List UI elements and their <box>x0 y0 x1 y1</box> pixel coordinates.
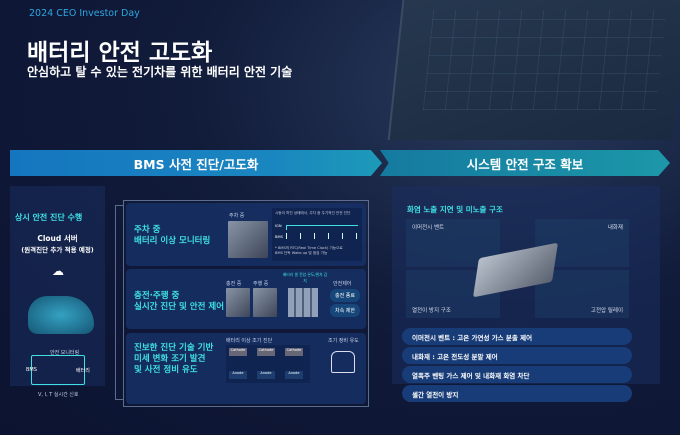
control-label: 안전제어 <box>333 281 352 287</box>
service-car-icon <box>331 351 355 373</box>
cloud-icon: ☁ <box>52 264 64 278</box>
rows-frame <box>123 200 369 407</box>
feature-item: 셀간 열전이 방지 <box>402 385 632 402</box>
feature-item: 이머전시 벤트 : 고온 가연성 가스 분출 제어 <box>402 328 632 345</box>
bracket <box>115 205 123 400</box>
driving-image <box>253 288 277 317</box>
cycle-arrows <box>31 355 85 385</box>
row-title: 실시간 진단 및 안전 제어 <box>134 302 225 312</box>
right-heading: 화염 노출 지연 및 미노출 구조 <box>407 205 503 214</box>
wake-chart: 시동이 꺼진 상태에서, 주차 중 주기적인 안전 진단 IGN BMS * B… <box>272 208 362 261</box>
feature-item: 열폭주 벤팅 가스 제어 및 내화재 화염 차단 <box>402 366 632 383</box>
ign-line <box>286 225 358 230</box>
cloud-note: (원격진단 추가 적용 예정) <box>21 246 94 254</box>
cell-label: 배터리 셀 전압·온도/편차 감지 <box>282 272 328 283</box>
anode-label: Anode <box>229 371 247 379</box>
always-on-panel: 상시 안전 진단 수행 Cloud 서버 (원격진단 추가 적용 예정) ☁ 안… <box>10 186 105 386</box>
page-title: 배터리 안전 고도화 <box>27 40 213 66</box>
system-banner: 시스템 안전 구조 확보 <box>380 150 670 176</box>
img-label: 충전 중 <box>226 281 242 287</box>
bms-line-label: BMS <box>275 235 283 239</box>
part-label: 이머전시 벤트 <box>412 225 445 231</box>
bms-banner: BMS 사전 진단/고도화 <box>10 150 382 176</box>
page-subtitle: 안심하고 탈 수 있는 전기차를 위한 배터리 안전 기술 <box>27 65 293 79</box>
event-label: 2024 CEO Investor Day <box>29 8 140 19</box>
cathode-label: Cathode <box>285 348 303 356</box>
cell-image <box>288 288 318 317</box>
action-charge-stop: 충전 종료 <box>330 289 360 302</box>
cathode-label: Cathode <box>229 348 247 356</box>
img-label: 주차 중 <box>229 213 245 219</box>
anode-label: Anode <box>257 371 275 379</box>
row-title: 진보한 진단 기술 기반 <box>134 343 214 353</box>
action-speed-limit: 차속 제한 <box>330 304 360 317</box>
row-title: 충전·주행 중 <box>134 291 180 301</box>
img-label: 주행 중 <box>253 281 269 287</box>
monitor-label: 안전 모니터링 <box>50 350 80 356</box>
row-title: 미세 변화 조기 발견 <box>134 354 206 364</box>
cloud-label: Cloud 서버 <box>37 234 78 243</box>
car-icon <box>28 296 94 334</box>
ign-label: IGN <box>275 224 282 228</box>
bms-label: BMS <box>26 367 37 373</box>
row-title: 주차 중 <box>134 225 161 235</box>
battery-label: 배터리 <box>76 368 90 374</box>
tablet-image <box>387 0 680 140</box>
row-title: 배터리 이상 모니터링 <box>134 236 211 246</box>
parked-car-image <box>228 221 268 258</box>
diag-label: 배터리 이상 조기 진단 <box>226 338 273 344</box>
charging-image <box>226 288 250 317</box>
bms-pulses <box>286 233 358 239</box>
part-label: 내화재 <box>607 225 623 231</box>
rtc-note: * BMS의 RTC(Real Time Clock) 기능으로 BMS 단독 … <box>275 246 343 255</box>
service-label: 조기 정비 유도 <box>328 338 359 344</box>
chart-title: 시동이 꺼진 상태에서, 주차 중 주기적인 안전 진단 <box>275 211 351 215</box>
part-label: 고전압 릴레이 <box>590 308 623 314</box>
cathode-anode-diagram: Cathode Cathode Cathode Anode Anode Anod… <box>226 345 310 383</box>
cathode-label: Cathode <box>257 348 275 356</box>
part-label: 열전이 방지 구조 <box>412 308 451 314</box>
feature-item: 내화재 : 고온 전도성 분말 제어 <box>402 347 632 364</box>
signal-label: V, I, T 실시간 신호 <box>38 392 79 398</box>
anode-label: Anode <box>285 371 303 379</box>
row-title: 및 사전 정비 유도 <box>134 365 198 375</box>
side-heading: 상시 안전 진단 수행 <box>15 213 83 222</box>
